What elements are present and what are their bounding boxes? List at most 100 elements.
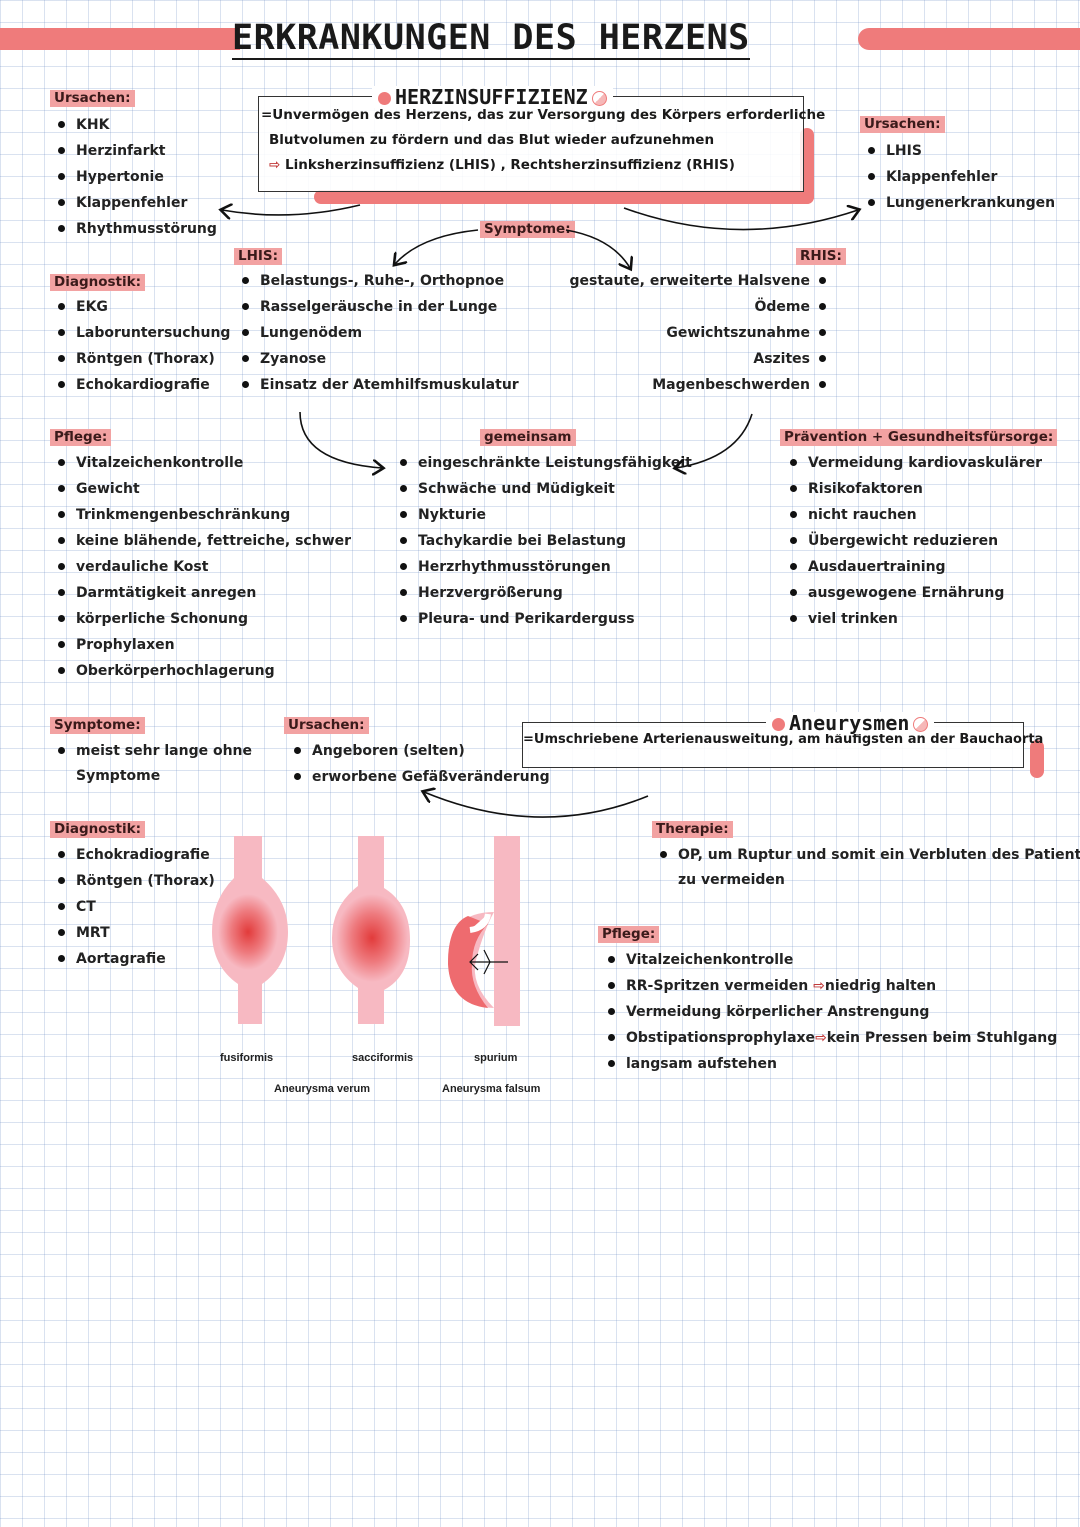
arrow-lhis-to-gemeinsam bbox=[299, 411, 382, 468]
list-item: Aortagrafie bbox=[50, 946, 215, 972]
arrow-right-icon: ⇨ bbox=[815, 1030, 827, 1046]
ursachen-right-list: LHIS Klappenfehler Lungenerkrankungen bbox=[860, 138, 1055, 216]
list-item: Gewichtszunahme bbox=[560, 320, 832, 346]
arrow-rhis-to-gemeinsam bbox=[676, 413, 753, 468]
rhis-header: RHIS: bbox=[796, 248, 846, 265]
arrow-to-ursachen-right bbox=[623, 208, 858, 231]
aneurysmen-pflege-list: Vitalzeichenkontrolle RR-Spritzen vermei… bbox=[600, 947, 1057, 1077]
aneurysmen-title-text: Aneurysmen bbox=[789, 711, 910, 735]
praevention-header: Prävention + Gesundheitsfürsorge: bbox=[780, 429, 1058, 446]
list-item: erworbene Gefäßveränderung bbox=[286, 764, 550, 790]
list-item: Vitalzeichenkontrolle bbox=[600, 947, 1057, 973]
list-item: Nykturie bbox=[392, 502, 692, 528]
herzinsuffizienz-definition-box: =Unvermögen des Herzens, das zur Versorg… bbox=[258, 96, 826, 192]
half-circle-icon bbox=[591, 91, 607, 106]
list-item: keine blähende, fettreiche, schwer bbox=[50, 528, 351, 554]
arrow-to-ursachen-left bbox=[222, 205, 361, 215]
list-item: Oberkörperhochlagerung bbox=[50, 658, 351, 684]
list-item: Angeboren (selten) bbox=[286, 738, 550, 764]
ursachen-left-header: Ursachen: bbox=[50, 90, 135, 107]
caption-sacciformis: sacciformis bbox=[352, 1052, 414, 1064]
definition-line-1: =Unvermögen des Herzens, das zur Versorg… bbox=[261, 107, 826, 123]
arrow-to-aneurysmen-ursachen bbox=[424, 792, 649, 818]
definition-line-2: Blutvolumen zu fördern und das Blut wied… bbox=[269, 132, 715, 148]
herzinsuffizienz-title: HERZINSUFFIZIENZ bbox=[372, 86, 613, 108]
list-item: Echokradiografie bbox=[50, 842, 215, 868]
list-item: Ausdauertraining bbox=[782, 554, 1042, 580]
pflege-item-2a: RR-Spritzen vermeiden bbox=[626, 978, 809, 994]
list-item: Übergewicht reduzieren bbox=[782, 528, 1042, 554]
caption-verum: Aneurysma verum bbox=[274, 1083, 370, 1095]
list-item: Echokardiografie bbox=[50, 372, 230, 398]
aneurysmen-ursachen-header: Ursachen: bbox=[284, 717, 369, 734]
pflege-item-4b: kein Pressen beim Stuhlgang bbox=[826, 1030, 1058, 1046]
rhis-list: gestaute, erweiterte Halsvene Ödeme Gewi… bbox=[560, 268, 832, 398]
therapie-header: Therapie: bbox=[652, 821, 733, 838]
list-item: Ödeme bbox=[560, 294, 832, 320]
list-item: Risikofaktoren bbox=[782, 476, 1042, 502]
lhis-header: LHIS: bbox=[234, 248, 283, 265]
list-item: MRT bbox=[50, 920, 215, 946]
gemeinsam-list: eingeschränkte Leistungsfähigkeit Schwäc… bbox=[392, 450, 692, 632]
list-item: Lungenödem bbox=[234, 320, 519, 346]
circle-dot-icon bbox=[378, 92, 391, 105]
list-item: Hypertonie bbox=[50, 164, 217, 190]
symptome-header: Symptome: bbox=[480, 221, 575, 238]
pflege-header: Pflege: bbox=[50, 429, 112, 446]
list-item: Rasselgeräusche in der Lunge bbox=[234, 294, 519, 320]
arrow-to-lhis bbox=[395, 229, 479, 264]
half-circle-icon bbox=[913, 717, 929, 732]
title-bar-left bbox=[0, 28, 240, 50]
lhis-list: Belastungs-, Ruhe-, Orthopnoe Rasselgerä… bbox=[234, 268, 519, 398]
therapie-line2: zu vermeiden bbox=[678, 872, 785, 888]
list-item: langsam aufstehen bbox=[600, 1051, 1057, 1077]
aneurysmen-title: Aneurysmen bbox=[766, 711, 935, 735]
pflege-item-2b: niedrig halten bbox=[824, 978, 937, 994]
list-item: Schwäche und Müdigkeit bbox=[392, 476, 692, 502]
list-item: Obstipationsprophylaxe⇨kein Pressen beim… bbox=[600, 1025, 1057, 1051]
list-item: verdauliche Kost bbox=[50, 554, 351, 580]
arrow-right-icon: ⇨ bbox=[813, 978, 825, 994]
aneurysmen-symptome-header: Symptome: bbox=[50, 717, 145, 734]
list-item: Trinkmengenbeschränkung bbox=[50, 502, 351, 528]
list-item: LHIS bbox=[860, 138, 1055, 164]
list-item: Röntgen (Thorax) bbox=[50, 346, 230, 372]
list-item: Aszites bbox=[560, 346, 832, 372]
definition-line-3-text: Linksherzinsuffizienz (LHIS) , Rechtsher… bbox=[285, 157, 735, 173]
list-item: körperliche Schonung bbox=[50, 606, 351, 632]
caption-fusiformis: fusiformis bbox=[220, 1052, 274, 1064]
aneurysmen-diagnostik-header: Diagnostik: bbox=[50, 821, 145, 838]
list-item: Lungenerkrankungen bbox=[860, 190, 1055, 216]
list-item: eingeschränkte Leistungsfähigkeit bbox=[392, 450, 692, 476]
list-item: viel trinken bbox=[782, 606, 1042, 632]
caption-spurium: spurium bbox=[474, 1052, 518, 1064]
caption-falsum: Aneurysma falsum bbox=[442, 1083, 541, 1095]
therapie-list: OP, um Ruptur und somit ein Verbluten de… bbox=[652, 842, 1080, 868]
aneurysmen-diagnostik-list: Echokradiografie Röntgen (Thorax) CT MRT… bbox=[50, 842, 215, 972]
list-item: Klappenfehler bbox=[50, 190, 217, 216]
list-item: Vitalzeichenkontrolle bbox=[50, 450, 351, 476]
page-title: ERKRANKUNGEN DES HERZENS bbox=[232, 18, 750, 60]
pflege-list: Vitalzeichenkontrolle Gewicht Trinkmenge… bbox=[50, 450, 351, 684]
diagnostik-list: EKG Laboruntersuchung Röntgen (Thorax) E… bbox=[50, 294, 230, 398]
praevention-list: Vermeidung kardiovaskulärer Risikofaktor… bbox=[782, 450, 1042, 632]
list-item: CT bbox=[50, 894, 215, 920]
list-item: gestaute, erweiterte Halsvene bbox=[560, 268, 832, 294]
arrow-right-icon: ⇨ bbox=[269, 157, 281, 173]
aneurysmen-pflege-header: Pflege: bbox=[598, 926, 660, 943]
definition-line-3: ⇨ Linksherzinsuffizienz (LHIS) , Rechtsh… bbox=[269, 153, 793, 178]
list-item: Magenbeschwerden bbox=[560, 372, 832, 398]
list-item: KHK bbox=[50, 112, 217, 138]
list-item: Gewicht bbox=[50, 476, 351, 502]
list-item: EKG bbox=[50, 294, 230, 320]
list-item: Tachykardie bei Belastung bbox=[392, 528, 692, 554]
aneurysmen-symptome-list: meist sehr lange ohne bbox=[50, 738, 252, 764]
aneurysmen-symptome-line2: Symptome bbox=[76, 768, 161, 784]
list-item: Röntgen (Thorax) bbox=[50, 868, 215, 894]
ursachen-left-list: KHK Herzinfarkt Hypertonie Klappenfehler… bbox=[50, 112, 217, 242]
diagnostik-header: Diagnostik: bbox=[50, 274, 145, 291]
spurium-drawing bbox=[448, 836, 520, 1026]
circle-dot-icon bbox=[772, 718, 785, 731]
pflege-item-4a: Obstipationsprophylaxe bbox=[626, 1030, 816, 1046]
box-shadow-bar bbox=[314, 190, 814, 204]
